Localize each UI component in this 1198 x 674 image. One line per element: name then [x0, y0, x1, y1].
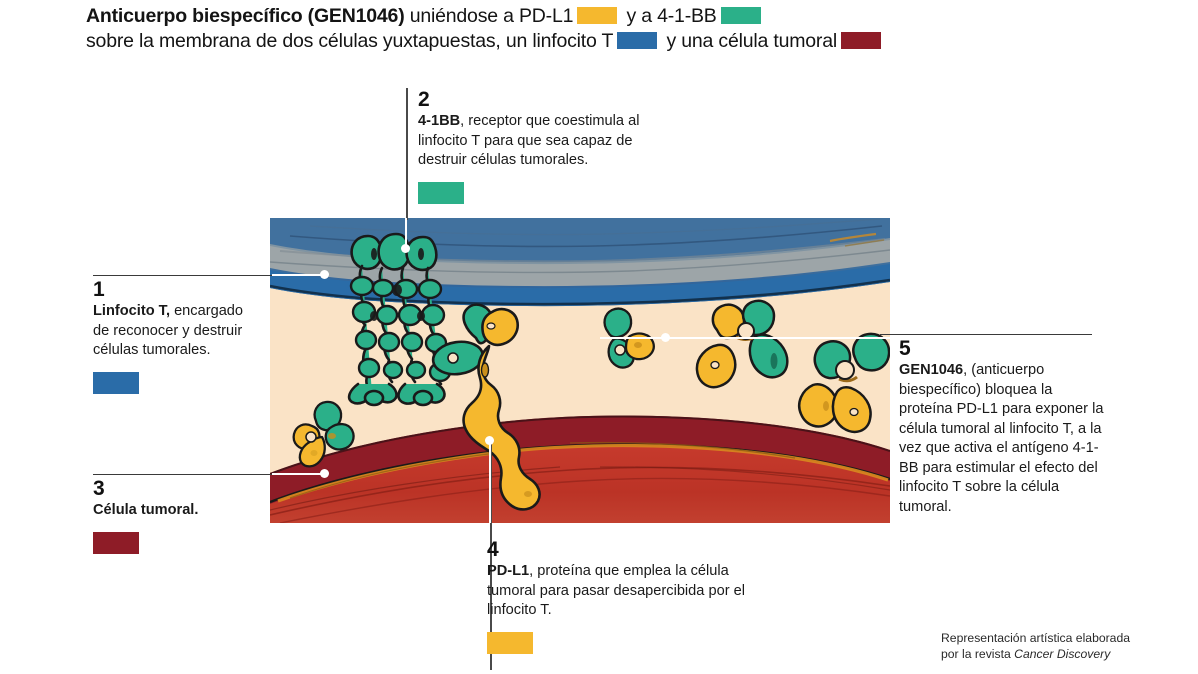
tumor-dark-red-swatch — [93, 531, 139, 554]
lymphocyte-blue-swatch — [93, 371, 139, 394]
callout-1: 1 Linfocito T, encargado de reconocer y … — [93, 278, 258, 394]
pd-l1-yellow-swatch — [487, 631, 533, 654]
leader-line-3 — [93, 474, 283, 475]
leader-line-2-white — [405, 218, 407, 250]
credit-line-2: por la revista Cancer Discovery — [941, 647, 1191, 663]
four-one-bb-green-swatch-inline — [720, 7, 761, 24]
tumor-dark-red-swatch-inline — [840, 32, 881, 49]
leader-line-1-white — [272, 274, 324, 276]
leader-line-4 — [490, 440, 492, 670]
callout-4-text: PD-L1, proteína que emplea la célula tum… — [487, 562, 747, 621]
callout-2-title: 4-1BB — [418, 113, 461, 129]
callout-2-body: , receptor que coestimula al linfocito T… — [418, 113, 640, 168]
callout-4-body: , proteína que emplea la célula tumoral … — [487, 563, 745, 618]
credit-line-1: Representación artística elaborada — [941, 631, 1131, 645]
callout-3: 3 Célula tumoral. — [93, 477, 258, 554]
leader-line-1 — [93, 275, 283, 276]
title-text-2: y a 4-1-BB — [621, 5, 717, 27]
callout-4-title: PD-L1 — [487, 563, 530, 579]
cell-membrane-illustration — [270, 218, 890, 523]
title-text-1: uniéndose a PD-L1 — [404, 5, 574, 27]
title-line-1: Anticuerpo biespecífico (GEN1046) uniénd… — [86, 4, 1086, 29]
callout-2-text: 4-1BB, receptor que coestimula al linfoc… — [418, 112, 680, 171]
callout-1-body: encargado de reconocer y destruir célula… — [93, 303, 244, 358]
callout-5: 5 GEN1046, (anticuerpo biespecífico) blo… — [899, 337, 1104, 517]
lymphocyte-blue-swatch-inline — [617, 32, 658, 49]
callout-3-title: Célula tumoral. — [93, 502, 199, 518]
leader-line-5 — [880, 334, 1092, 335]
title-bold-text: Anticuerpo biespecífico (GEN1046) — [86, 5, 405, 27]
leader-line-5-white — [600, 337, 890, 339]
leader-line-4-white — [489, 440, 491, 523]
four-one-bb-green-swatch — [418, 181, 464, 204]
chart-title: Anticuerpo biespecífico (GEN1046) uniénd… — [86, 4, 1086, 54]
callout-3-text: Célula tumoral. — [93, 501, 258, 521]
leader-line-3-white — [272, 473, 324, 475]
callout-2-number: 2 — [418, 88, 430, 111]
title-text-4: y una célula tumoral — [661, 30, 837, 52]
credit-journal-name: Cancer Discovery — [1014, 646, 1111, 661]
leader-dot-1 — [320, 270, 329, 279]
leader-dot-2 — [401, 244, 410, 253]
callout-3-number: 3 — [93, 477, 105, 500]
leader-line-2 — [406, 88, 408, 220]
callout-5-number: 5 — [899, 337, 911, 360]
leader-dot-5 — [661, 333, 670, 342]
credit-note: Representación artística elaborada por l… — [941, 631, 1191, 662]
callout-1-text: Linfocito T, encargado de reconocer y de… — [93, 302, 258, 361]
credit-prefix: por la revista — [941, 646, 1015, 661]
callout-1-number: 1 — [93, 278, 105, 301]
leader-dot-4 — [485, 436, 494, 445]
title-text-3: sobre la membrana de dos células yuxtapu… — [86, 30, 614, 52]
callout-5-body: , (anticuerpo biespecífico) bloquea la p… — [899, 362, 1104, 515]
callout-1-title: Linfocito T, — [93, 303, 171, 319]
callout-5-text: GEN1046, (anticuerpo biespecífico) bloqu… — [899, 361, 1104, 517]
title-line-2: sobre la membrana de dos células yuxtapu… — [86, 29, 1086, 54]
pd-l1-yellow-swatch-inline — [577, 7, 618, 24]
callout-4-number: 4 — [487, 538, 499, 561]
callout-2: 2 4-1BB, receptor que coestimula al linf… — [418, 88, 680, 204]
leader-dot-3 — [320, 469, 329, 478]
callout-4: 4 PD-L1, proteína que emplea la célula t… — [487, 538, 747, 654]
callout-5-title: GEN1046 — [899, 362, 964, 378]
